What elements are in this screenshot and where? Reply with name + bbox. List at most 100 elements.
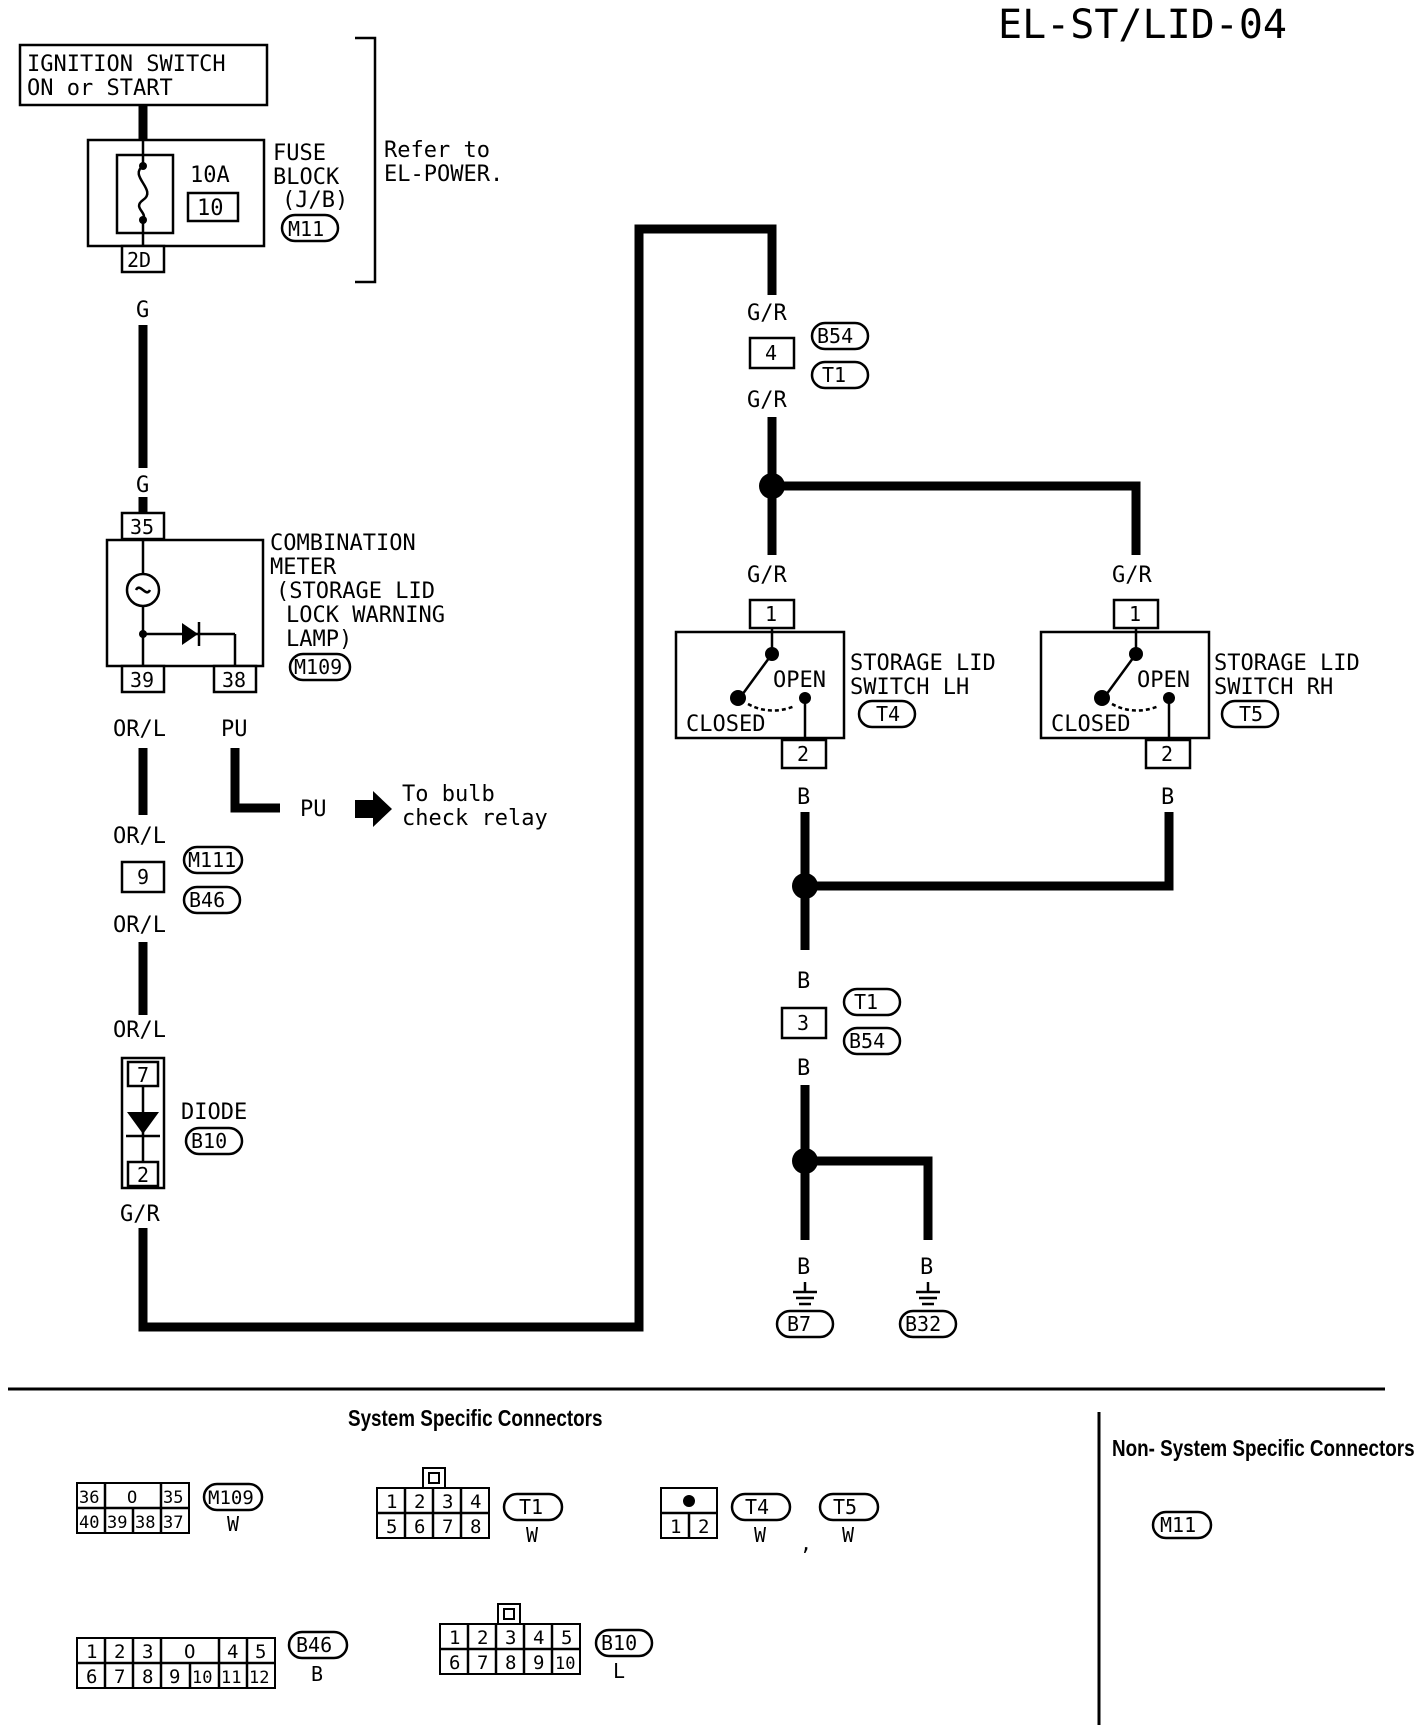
- wire-label-gr-2: G/R: [747, 301, 787, 326]
- joint-t1-bottom-conn2: B54: [849, 1029, 885, 1053]
- to-bulb-label-2: check relay: [402, 806, 548, 831]
- combination-meter: 35 39 38 COMBINATION METER (STORAGE LID …: [105, 511, 445, 694]
- t5-color: W: [842, 1523, 855, 1547]
- fuse-amperage: 10A: [190, 163, 230, 188]
- wire-label-gr-1: G/R: [120, 1202, 160, 1227]
- switch-lh-open-label: OPEN: [773, 668, 826, 693]
- meter-label-5: LAMP): [286, 627, 352, 652]
- diode-label: DIODE: [181, 1100, 247, 1125]
- ground-b7: B7: [775, 1282, 835, 1339]
- switch-lh-terminal-bottom: 2: [797, 742, 809, 766]
- b46-pin-8: 8: [142, 1666, 153, 1688]
- diode-terminal-top: 7: [137, 1063, 149, 1087]
- b46-pin-6: 6: [86, 1666, 97, 1688]
- wire-label-orl-2: OR/L: [113, 824, 166, 849]
- ground-b7-label: B7: [787, 1312, 811, 1336]
- splice-point-middle: [792, 873, 818, 899]
- t45-pin-1: 1: [670, 1516, 681, 1538]
- refer-label-1: Refer to: [384, 138, 490, 163]
- b46-pin-4: 4: [227, 1641, 238, 1663]
- to-bulb-label-1: To bulb: [402, 782, 495, 807]
- switch-rh-connector: T5: [1239, 702, 1263, 726]
- b46-pin-9: 9: [169, 1666, 180, 1688]
- b10-pin-8: 8: [505, 1652, 516, 1674]
- b10-pin-1: 1: [449, 1627, 460, 1649]
- t1-pin-8: 8: [470, 1516, 481, 1538]
- legend-connector-b46: 1 2 3 O 4 5 6 7 8 9 10 11 12 B46 B: [76, 1630, 349, 1689]
- meter-terminal-38: 38: [222, 668, 246, 692]
- t1-name: T1: [519, 1495, 543, 1519]
- m11-name: M11: [1160, 1513, 1196, 1537]
- b46-color: B: [311, 1662, 323, 1686]
- t1-color: W: [526, 1523, 539, 1547]
- legend-connector-t4-t5: 1 2 T4 W , T5 W: [660, 1487, 880, 1555]
- fuse-terminal: 2D: [127, 248, 151, 272]
- wire-label-b-3: B: [797, 969, 810, 994]
- switch-rh-open-label: OPEN: [1137, 668, 1190, 693]
- joint-connector-t1-bottom: 3 T1 B54: [780, 987, 902, 1056]
- t1-pin-7: 7: [442, 1516, 453, 1538]
- joint-connector-b54-top: 4 B54 T1: [748, 321, 870, 390]
- t1-pin-5: 5: [386, 1516, 397, 1538]
- legend-connector-b10: 1 2 3 4 5 6 7 8 9 10 B10 L: [439, 1603, 654, 1683]
- wire-label-b-5: B: [797, 1255, 810, 1280]
- wire-label-gr-5: G/R: [1112, 563, 1152, 588]
- b10-name: B10: [601, 1631, 637, 1655]
- t5-name: T5: [833, 1495, 857, 1519]
- refer-bracket: Refer to EL-POWER.: [355, 36, 503, 284]
- switch-rh-closed-label: CLOSED: [1051, 712, 1130, 737]
- b10-pin-2: 2: [477, 1627, 488, 1649]
- diode: 7 2 DIODE B10: [120, 1056, 247, 1190]
- b46-name: B46: [296, 1633, 332, 1657]
- ignition-label-1: IGNITION SWITCH: [27, 52, 226, 77]
- wire-label-pu-1: PU: [221, 717, 248, 742]
- wire-label-g-2: G: [136, 473, 149, 498]
- meter-terminal-39: 39: [130, 668, 154, 692]
- ground-b32-label: B32: [905, 1312, 941, 1336]
- b10-pin-5: 5: [561, 1627, 572, 1649]
- joint-b54-top-conn2: T1: [822, 363, 846, 387]
- m109-pin-35: 35: [163, 1488, 183, 1508]
- m109-pin-40: 40: [79, 1513, 99, 1533]
- m109-pin-38: 38: [135, 1513, 155, 1533]
- b10-pin-10: 10: [555, 1654, 575, 1674]
- b10-pin-9: 9: [533, 1652, 544, 1674]
- refer-label-2: EL-POWER.: [384, 162, 503, 187]
- diode-connector: B10: [191, 1129, 227, 1153]
- b10-color: L: [613, 1659, 625, 1683]
- page-title: EL-ST/LID-04: [998, 2, 1287, 48]
- joint-connector-m111: 9 M111 B46: [120, 845, 244, 915]
- switch-lh-label-1: STORAGE LID: [850, 651, 996, 676]
- t4-name: T4: [745, 1495, 769, 1519]
- joint-t1-bottom-conn1: T1: [854, 990, 878, 1014]
- meter-label-4: LOCK WARNING: [286, 603, 445, 628]
- storage-lid-switch-rh: 1 OPEN CLOSED 2 STORAGE LID SWITCH RH T5: [1039, 598, 1360, 770]
- t1-pin-3: 3: [442, 1491, 453, 1513]
- wire-label-orl-3: OR/L: [113, 913, 166, 938]
- joint-b54-top-conn1: B54: [817, 324, 853, 348]
- wire-label-orl-1: OR/L: [113, 717, 166, 742]
- meter-terminal-35: 35: [130, 515, 154, 539]
- t1-pin-2: 2: [414, 1491, 425, 1513]
- switch-rh-label-2: SWITCH RH: [1214, 675, 1333, 700]
- m109-pin-36: 36: [79, 1488, 99, 1508]
- t45-pin-2: 2: [698, 1516, 709, 1538]
- b46-pin-11: 11: [221, 1668, 241, 1688]
- b10-pin-3: 3: [505, 1627, 516, 1649]
- ignition-label-2: ON or START: [27, 76, 173, 101]
- switch-rh-terminal-bottom: 2: [1161, 742, 1173, 766]
- m109-name: M109: [208, 1487, 254, 1509]
- meter-label-1: COMBINATION: [270, 531, 416, 556]
- m109-pin-39: 39: [107, 1513, 127, 1533]
- wire-label-gr-3: G/R: [747, 388, 787, 413]
- joint-m111-conn1: M111: [188, 848, 236, 872]
- switch-lh-terminal-top: 1: [765, 602, 777, 626]
- legend-connector-m109: 36 O 35 40 39 38 37 M109 W: [76, 1482, 264, 1536]
- wire-label-b-1: B: [797, 785, 810, 810]
- m109-pin-37: 37: [163, 1513, 183, 1533]
- wire-label-b-4: B: [797, 1056, 810, 1081]
- fuse-block: 10A 10 FUSE BLOCK (J/B) M11 2D: [86, 138, 348, 274]
- joint-m111-conn2: B46: [189, 888, 225, 912]
- wire-label-pu-2: PU: [300, 797, 327, 822]
